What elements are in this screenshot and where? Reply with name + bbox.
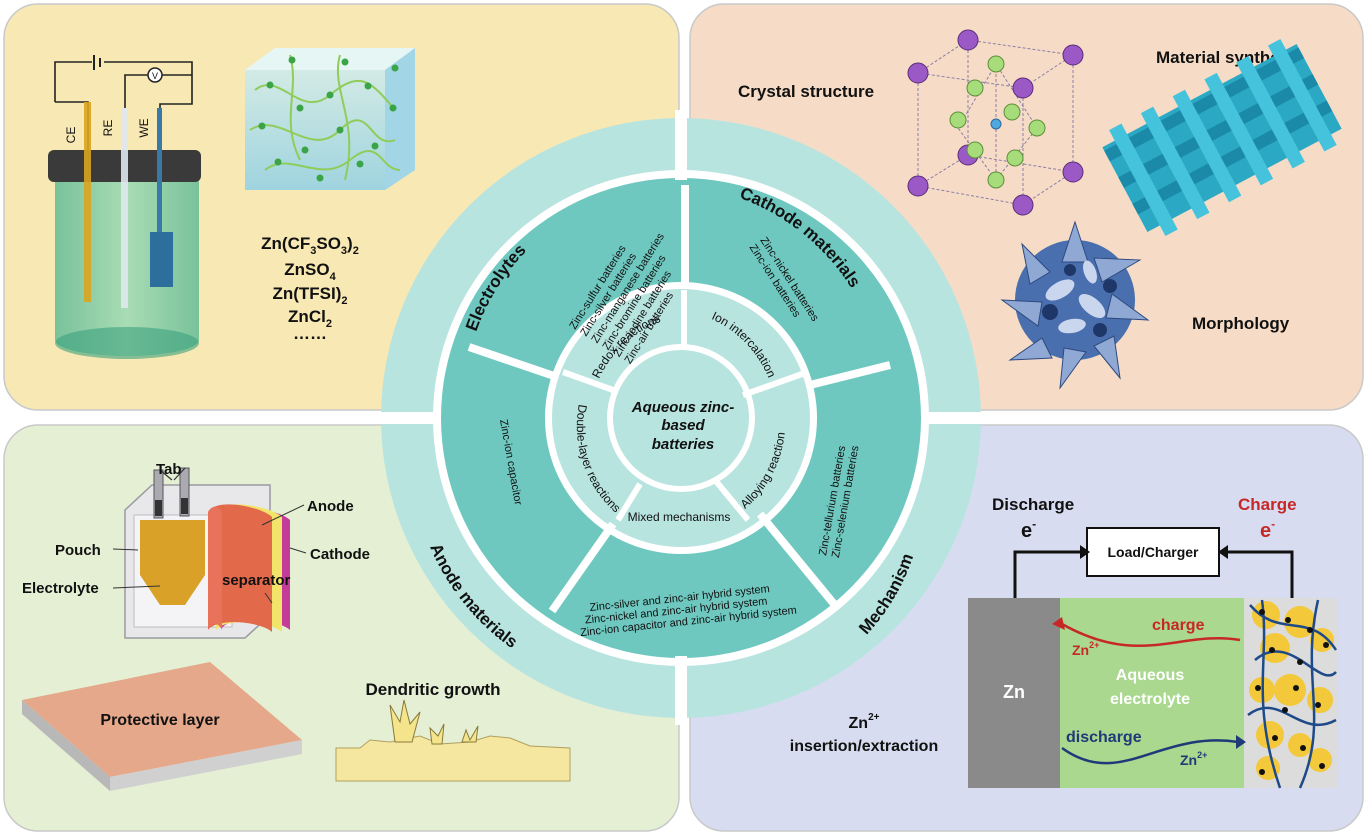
gel-electrolyte-block xyxy=(245,48,415,190)
pouch-labels: Tab Pouch Electrolyte Anode Cathode sepa… xyxy=(22,461,370,604)
label-load-charger: Load/Charger xyxy=(1107,544,1199,560)
zn-anode xyxy=(968,598,1060,788)
crystal-structure-illustration xyxy=(907,29,1084,216)
central-circle xyxy=(370,110,995,725)
svg-text:Aqueous zinc-: Aqueous zinc- xyxy=(631,399,735,416)
three-electrode-cell: V CE RE WE xyxy=(48,55,201,359)
label-dendritic-growth: Dendritic growth xyxy=(365,680,500,699)
woven-material-illustration xyxy=(1102,39,1342,237)
charge-electron: e- xyxy=(1260,517,1275,542)
label-morphology: Morphology xyxy=(1192,314,1290,333)
formula-zn-cf3so3: Zn(CF3SO3)2 xyxy=(261,234,359,257)
inner-label-mixed: Mixed mechanisms xyxy=(628,510,731,524)
flower-morphology-illustration xyxy=(1000,220,1150,390)
svg-text:RE: RE xyxy=(101,120,115,137)
discharge-electron: e- xyxy=(1021,517,1036,542)
label-anode: Anode xyxy=(307,498,354,515)
label-protective-layer: Protective layer xyxy=(100,712,219,729)
svg-text:V: V xyxy=(152,71,158,81)
svg-text:CE: CE xyxy=(64,127,78,144)
formula-ellipsis: …… xyxy=(293,324,327,343)
formula-zncl2: ZnCl2 xyxy=(288,307,332,330)
label-insertion-extraction: insertion/extraction xyxy=(790,738,938,755)
label-discharge-arrow: discharge xyxy=(1066,729,1142,746)
svg-text:batteries: batteries xyxy=(652,436,715,453)
formula-zn-tfsi: Zn(TFSI)2 xyxy=(272,284,347,307)
center-title: Aqueous zinc- based batteries xyxy=(631,399,735,453)
label-cathode: Cathode xyxy=(310,546,370,563)
label-zn2-insertion: Zn2+ xyxy=(849,712,880,732)
label-zn: Zn xyxy=(1003,682,1025,702)
label-tab: Tab xyxy=(156,461,182,478)
label-separator: separator xyxy=(222,572,291,589)
label-electrolyte: Electrolyte xyxy=(22,580,99,597)
label-zn2-charge: Zn2+ xyxy=(1072,640,1099,658)
label-discharge: Discharge xyxy=(992,495,1074,514)
label-pouch: Pouch xyxy=(55,542,101,559)
pouch-cell-illustration xyxy=(124,467,290,639)
mechanism-diagram: Discharge e- Charge e- Load/Charger Zn xyxy=(790,495,1338,789)
load-charger-box xyxy=(1086,527,1220,577)
label-zn2-discharge: Zn2+ xyxy=(1180,750,1207,768)
label-electrolyte-mech: electrolyte xyxy=(1110,691,1190,708)
label-aqueous: Aqueous xyxy=(1116,667,1185,684)
label-crystal-structure: Crystal structure xyxy=(738,82,874,101)
formula-znso4: ZnSO4 xyxy=(284,260,336,283)
protective-layer-illustration: Protective layer xyxy=(22,662,302,791)
svg-text:based: based xyxy=(661,417,705,434)
electrolyte-formulas: Zn(CF3SO3)2 ZnSO4 Zn(TFSI)2 ZnCl2 …… xyxy=(261,234,359,343)
aqueous-electrolyte-area xyxy=(1058,598,1246,788)
label-charge: Charge xyxy=(1238,495,1297,514)
center-hub xyxy=(613,350,749,486)
label-charge-arrow: charge xyxy=(1152,617,1205,634)
dendritic-growth-illustration: Dendritic growth xyxy=(335,680,571,782)
svg-text:WE: WE xyxy=(137,118,151,137)
